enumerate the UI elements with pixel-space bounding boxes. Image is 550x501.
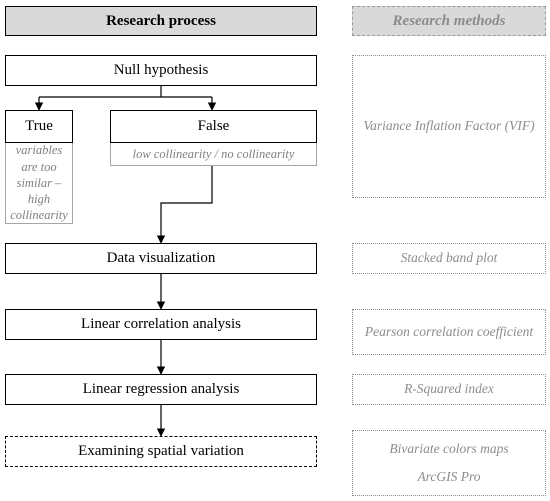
- false-label: False: [197, 118, 230, 134]
- linear-regression-box: Linear regression analysis: [5, 374, 317, 405]
- false-note-box: low collinearity / no collinearity: [110, 143, 317, 166]
- vif-method-box: Variance Inflation Factor (VIF): [352, 55, 546, 198]
- data-visualization-label: Data visualization: [106, 250, 216, 266]
- stacked-band-method-label: Stacked band plot: [400, 250, 498, 266]
- linear-correlation-label: Linear correlation analysis: [81, 316, 241, 332]
- null-hypothesis-label: Null hypothesis: [113, 62, 209, 78]
- arcgis-label: ArcGIS Pro: [417, 468, 481, 484]
- research-methods-header: Research methods: [352, 6, 546, 36]
- true-box: True: [5, 110, 73, 143]
- research-process-title: Research process: [106, 12, 216, 29]
- true-label: True: [25, 118, 53, 134]
- pearson-method-box: Pearson correlation coefficient: [352, 309, 546, 355]
- true-note: variables are too similar – high colline…: [10, 143, 68, 223]
- false-box: False: [110, 110, 317, 143]
- research-methods-title: Research methods: [392, 12, 506, 29]
- spatial-methods-box: Bivariate colors maps ArcGIS Pro: [352, 430, 546, 496]
- arrow-false-to-visualization: [156, 166, 213, 244]
- false-note: low collinearity / no collinearity: [132, 146, 295, 161]
- r-squared-method-label: R-Squared index: [404, 381, 494, 397]
- pearson-method-label: Pearson correlation coefficient: [364, 323, 534, 339]
- bivariate-maps-label: Bivariate colors maps: [389, 441, 509, 457]
- linear-correlation-box: Linear correlation analysis: [5, 309, 317, 340]
- spatial-variation-label: Examining spatial variation: [78, 443, 244, 459]
- research-process-header: Research process: [5, 6, 317, 36]
- stacked-band-method-box: Stacked band plot: [352, 243, 546, 274]
- null-hypothesis-box: Null hypothesis: [5, 55, 317, 86]
- data-visualization-box: Data visualization: [5, 243, 317, 274]
- true-note-box: variables are too similar – high colline…: [5, 143, 73, 224]
- r-squared-method-box: R-Squared index: [352, 374, 546, 405]
- spatial-variation-box: Examining spatial variation: [5, 436, 317, 467]
- vif-method-label: Variance Inflation Factor (VIF): [363, 118, 535, 134]
- linear-regression-label: Linear regression analysis: [82, 381, 240, 397]
